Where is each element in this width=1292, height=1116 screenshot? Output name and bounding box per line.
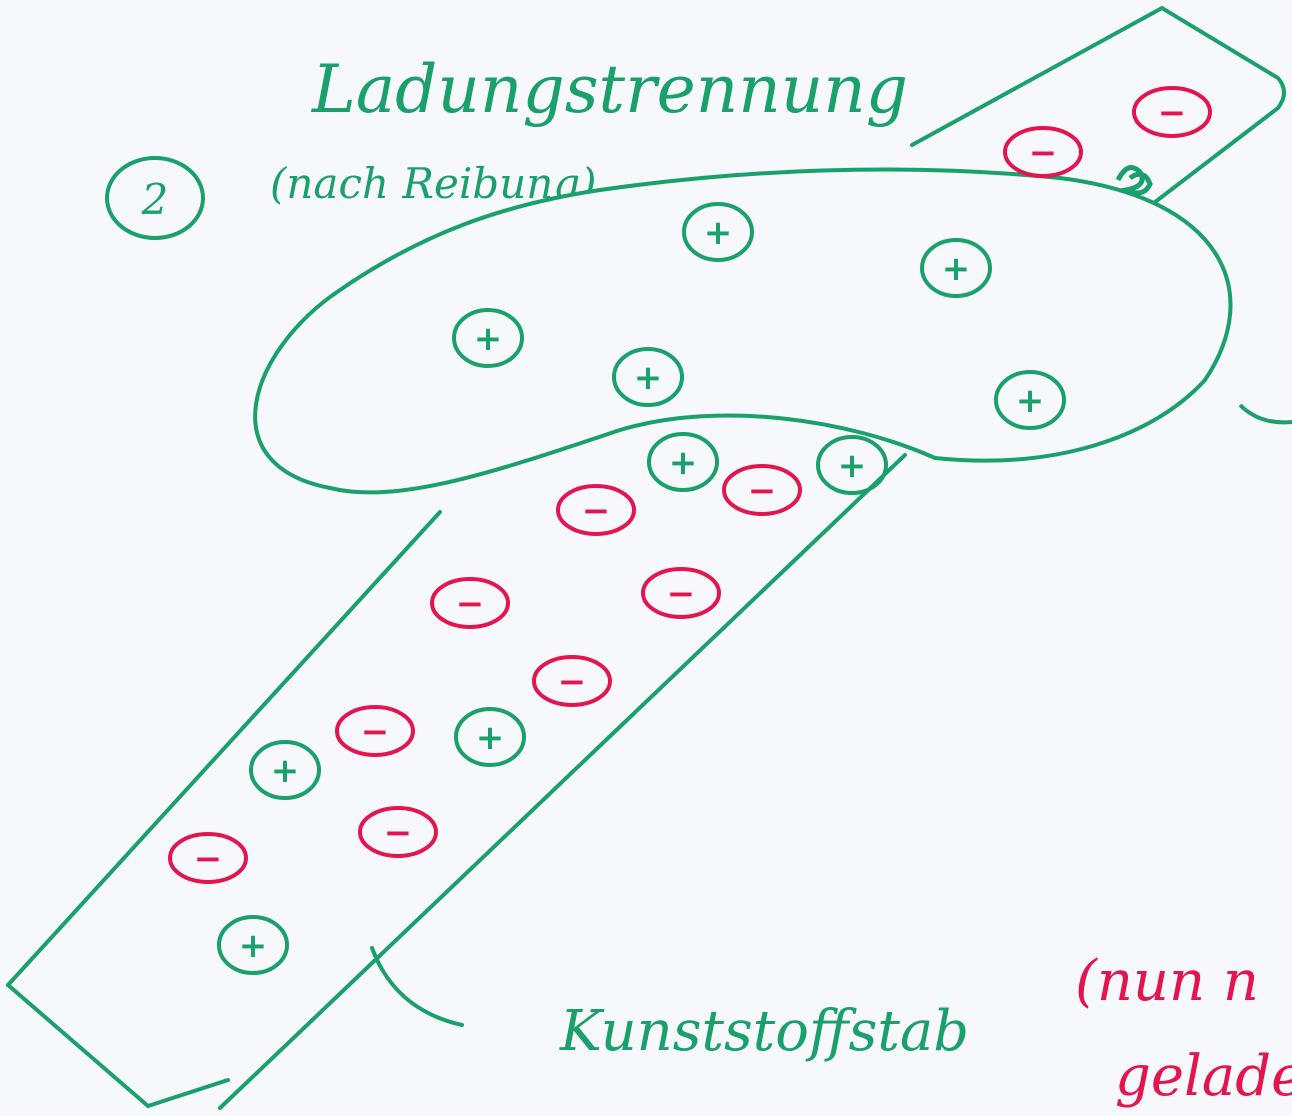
plus-sign: + (476, 718, 505, 758)
charges-layer: + + + + + + + + + + − − − − − − − − − − (168, 86, 1212, 975)
cloth-edge-stroke (1238, 403, 1292, 425)
minus-sign: − (558, 662, 587, 702)
cloth-positive-charge: + (920, 238, 992, 298)
rod-end-negative-charge: − (1132, 86, 1212, 138)
rod-negative-charge: − (556, 484, 636, 536)
plus-sign: + (1016, 381, 1045, 421)
scribbled-charge (1115, 165, 1153, 196)
plus-sign: + (239, 926, 268, 966)
minus-sign: − (748, 471, 777, 511)
diagram-title: Ladungstrennung (311, 51, 908, 128)
minus-sign: − (361, 712, 390, 752)
rod-negative-charge: − (430, 577, 510, 629)
cloth-positive-charge: + (612, 347, 684, 407)
rod-note-line2: geladen (1115, 1044, 1292, 1109)
minus-sign: − (667, 574, 696, 614)
plus-sign: + (669, 443, 698, 483)
rod-negative-charge: − (358, 806, 438, 858)
step-number: 2 (141, 175, 169, 224)
rod-negative-charge: − (641, 567, 721, 619)
minus-sign: − (1029, 133, 1058, 173)
rod-label: Kunststoffstab (559, 999, 969, 1064)
cloth-positive-charge: + (994, 370, 1066, 430)
rod-positive-charge: + (217, 915, 289, 975)
plus-sign: + (704, 213, 733, 253)
rod-negative-charge: − (722, 464, 802, 516)
plus-sign: + (474, 319, 503, 359)
rod-note-line1: (nun n (1075, 949, 1259, 1014)
cloth-positive-charge: + (452, 308, 524, 368)
rod-negative-charge: − (335, 705, 415, 757)
rod-negative-charge: − (532, 655, 612, 707)
plus-sign: + (942, 249, 971, 289)
rod-end-negative-charge: − (1003, 126, 1083, 178)
cloth-outline (253, 167, 1233, 495)
plus-sign: + (838, 446, 867, 486)
plus-sign: + (634, 358, 663, 398)
step-number-badge: 2 (105, 156, 205, 240)
rod-upper-end (910, 5, 1286, 214)
plastic-rod (6, 453, 907, 1110)
rod-positive-charge: + (249, 740, 321, 800)
rod-negative-charge: − (168, 832, 248, 884)
minus-sign: − (456, 584, 485, 624)
minus-sign: − (194, 839, 223, 879)
minus-sign: − (1158, 93, 1187, 133)
cloth-positive-charge: + (682, 202, 754, 262)
rod-positive-charge: + (454, 707, 526, 767)
minus-sign: − (384, 813, 413, 853)
minus-sign: − (582, 491, 611, 531)
plus-sign: + (271, 751, 300, 791)
cloth-positive-charge: + (647, 432, 719, 492)
rod-positive-charge: + (816, 435, 888, 495)
